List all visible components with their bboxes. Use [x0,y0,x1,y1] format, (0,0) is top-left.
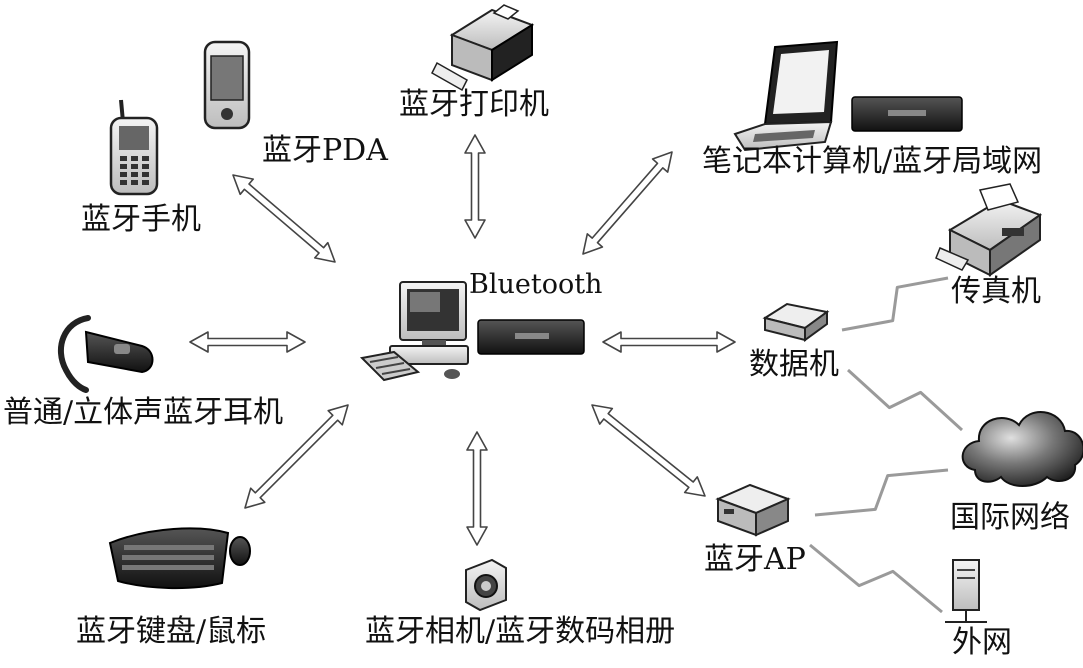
wireless-link-ap-extranet [809,543,943,614]
arrow-modem [602,331,736,353]
arrow-keyboard [244,404,349,509]
fax-label: 传真机 [951,274,1041,309]
internet-cloud-icon [961,411,1083,487]
headset-icon [58,315,154,393]
wireless-link-modem-internet [846,368,964,432]
laptop-label: 笔记本计算机/蓝牙局域网 [702,144,1043,179]
arrow-ap [591,404,706,497]
bluetooth-ap-icon [715,483,791,537]
wireless-link-modem-fax [841,276,949,332]
extranet-label: 外网 [952,625,1012,660]
desktop-computer-icon [359,281,469,382]
ap-label: 蓝牙AP [704,542,806,577]
bluetooth-dongle-icon [477,319,585,355]
pda-icon [203,40,251,130]
camera-icon [465,558,507,612]
fax-machine-icon [935,183,1043,277]
arrow-laptop [582,151,673,255]
modem-icon [762,302,830,342]
modem-label: 数据机 [749,347,839,382]
headset-label: 普通/立体声蓝牙耳机 [3,395,284,430]
arrow-printer [464,134,486,239]
pda-label: 蓝牙PDA [262,133,388,168]
camera-label: 蓝牙相机/蓝牙数码相册 [365,614,676,649]
keyboard-label: 蓝牙键盘/鼠标 [76,614,267,649]
printer-icon [431,4,535,92]
wireless-link-ap-internet [814,468,949,517]
printer-label: 蓝牙打印机 [399,87,549,122]
server-icon [945,559,987,623]
laptop-dongle-icon [851,96,963,132]
laptop-icon [733,40,839,152]
hub-label: Bluetooth [469,269,603,300]
arrow-pda [232,174,336,263]
keyboard-mouse-icon [108,527,251,590]
phone-label: 蓝牙手机 [81,202,201,237]
internet-label: 国际网络 [950,500,1070,535]
arrow-camera [466,431,488,546]
mobile-phone-icon [109,99,159,196]
arrow-headset [189,331,306,353]
